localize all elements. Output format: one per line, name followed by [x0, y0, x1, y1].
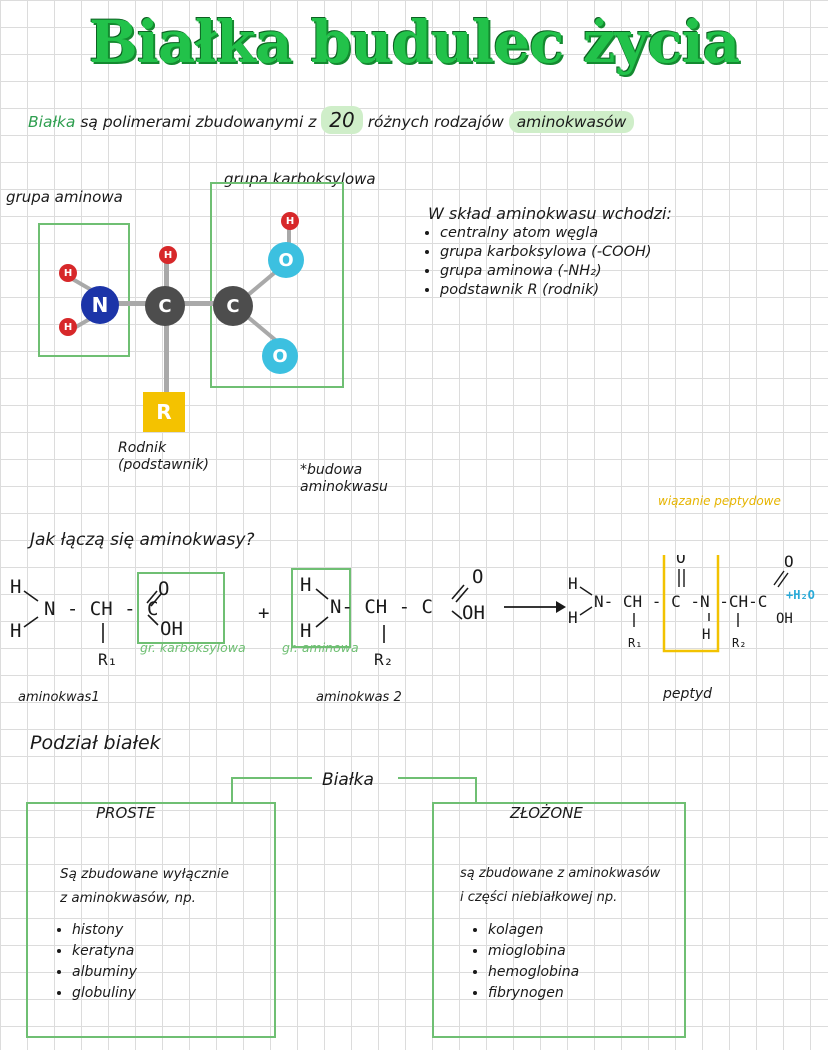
- atom-h-2: H: [59, 318, 77, 336]
- intro-number: 20: [321, 106, 363, 134]
- atom-o-2: O: [262, 338, 298, 374]
- division-heading: Podział białek: [30, 732, 161, 754]
- composition-list: centralny atom węgla grupa karboksylowa …: [424, 222, 652, 301]
- note-budowa: *budowa aminokwasu: [300, 462, 388, 495]
- simple-item: keratyna: [72, 942, 137, 960]
- label-aminokwas2: aminokwas 2: [316, 690, 402, 705]
- carboxyl-group-box: [210, 182, 344, 388]
- bond-o-h: [287, 226, 291, 248]
- reaction-heading: Jak łączą się aminokwasy?: [30, 530, 255, 550]
- atom-h-4: H: [281, 212, 299, 230]
- simple-desc: Są zbudowane wyłącznie z aminokwasów, np…: [60, 866, 229, 906]
- intro-line: Białka są polimerami zbudowanymi z 20 ró…: [28, 106, 635, 134]
- composition-item: grupa karboksylowa (-COOH): [440, 244, 652, 260]
- svg-text:N- CH - C: N- CH - C: [330, 596, 433, 618]
- composition-item: grupa aminowa (-NH₂): [440, 263, 652, 279]
- atom-h-3: H: [159, 246, 177, 264]
- intro-highlight: aminokwasów: [508, 111, 635, 133]
- label-aminokwas1: aminokwas1: [18, 690, 100, 705]
- atom-c-carboxyl: C: [213, 286, 253, 326]
- simple-item: histony: [72, 921, 137, 939]
- svg-text:H: H: [568, 608, 578, 627]
- svg-text:OH: OH: [462, 602, 485, 624]
- label-gr-karboksylowa: gr. karboksylowa: [140, 640, 246, 655]
- svg-text:O: O: [784, 555, 794, 571]
- division-connectors: [231, 777, 477, 802]
- composition-item: centralny atom węgla: [440, 225, 652, 241]
- label-peptyd: peptyd: [663, 686, 713, 702]
- label-wiazanie-peptydowe: wiązanie peptydowe: [658, 494, 781, 508]
- atom-o-1: O: [268, 242, 304, 278]
- atom-h-1: H: [59, 264, 77, 282]
- simple-proteins-box: [26, 802, 276, 1038]
- svg-text:H: H: [568, 574, 578, 593]
- simple-list: histony keratyna albuminy globuliny: [60, 918, 137, 1005]
- label-water: +H₂O: [786, 588, 815, 602]
- r2-label-aa2: R₂: [374, 650, 394, 669]
- composition-item: podstawnik R (rodnik): [440, 282, 652, 298]
- complex-item: mioglobina: [488, 942, 579, 960]
- reaction-scheme: HH N - CH - C O OH + HH N- CH - C O OH H…: [10, 555, 794, 653]
- complex-item: fibrynogen: [488, 984, 579, 1002]
- svg-text:O: O: [158, 578, 169, 600]
- label-gr-aminowa: gr. aminowa: [282, 640, 359, 655]
- intro-text-2: różnych rodzajów: [367, 113, 504, 131]
- intro-word: Białka: [28, 113, 76, 131]
- amine-group-box: [38, 223, 130, 357]
- r2-label-peptide: R₂: [732, 636, 747, 650]
- atom-r: R: [143, 392, 185, 432]
- division-root: Białka: [322, 770, 374, 790]
- svg-text:H: H: [10, 620, 21, 642]
- intro-text-1: są polimerami zbudowanymi z: [80, 113, 317, 131]
- label-amine-group: grupa aminowa: [6, 188, 123, 206]
- complex-item: hemoglobina: [488, 963, 579, 981]
- atom-n: N: [81, 286, 119, 324]
- svg-text:O: O: [472, 566, 483, 588]
- svg-text:OH: OH: [160, 618, 183, 640]
- svg-text:N - CH - C: N - CH - C: [44, 598, 158, 620]
- svg-text:H: H: [10, 576, 21, 598]
- label-rodnik: Rodnik (podstawnik): [118, 440, 209, 473]
- svg-text:+: +: [258, 602, 269, 624]
- simple-title: PROSTE: [96, 804, 156, 822]
- complex-item: kolagen: [488, 921, 579, 939]
- svg-text:H: H: [300, 620, 311, 642]
- bond-c-vertical: [164, 255, 169, 400]
- complex-list: kolagen mioglobina hemoglobina fibrynoge…: [476, 918, 579, 1005]
- page-title: Białka budulec życia: [88, 8, 740, 76]
- complex-title: ZŁOŻONE: [510, 804, 583, 822]
- simple-item: albuminy: [72, 963, 137, 981]
- svg-text:N- CH - C -N -CH-C: N- CH - C -N -CH-C: [594, 592, 767, 611]
- svg-text:H: H: [702, 627, 710, 643]
- r1-label-aa1: R₁: [98, 650, 118, 669]
- svg-text:H: H: [300, 574, 311, 596]
- atom-c-central: C: [145, 286, 185, 326]
- complex-desc: są zbudowane z aminokwasów i części nieb…: [460, 866, 661, 905]
- r1-label-peptide: R₁: [628, 636, 643, 650]
- complex-proteins-box: [432, 802, 686, 1038]
- composition-heading: W skład aminokwasu wchodzi:: [428, 204, 672, 223]
- svg-text:O: O: [676, 555, 686, 567]
- simple-item: globuliny: [72, 984, 137, 1002]
- svg-text:OH: OH: [776, 611, 793, 627]
